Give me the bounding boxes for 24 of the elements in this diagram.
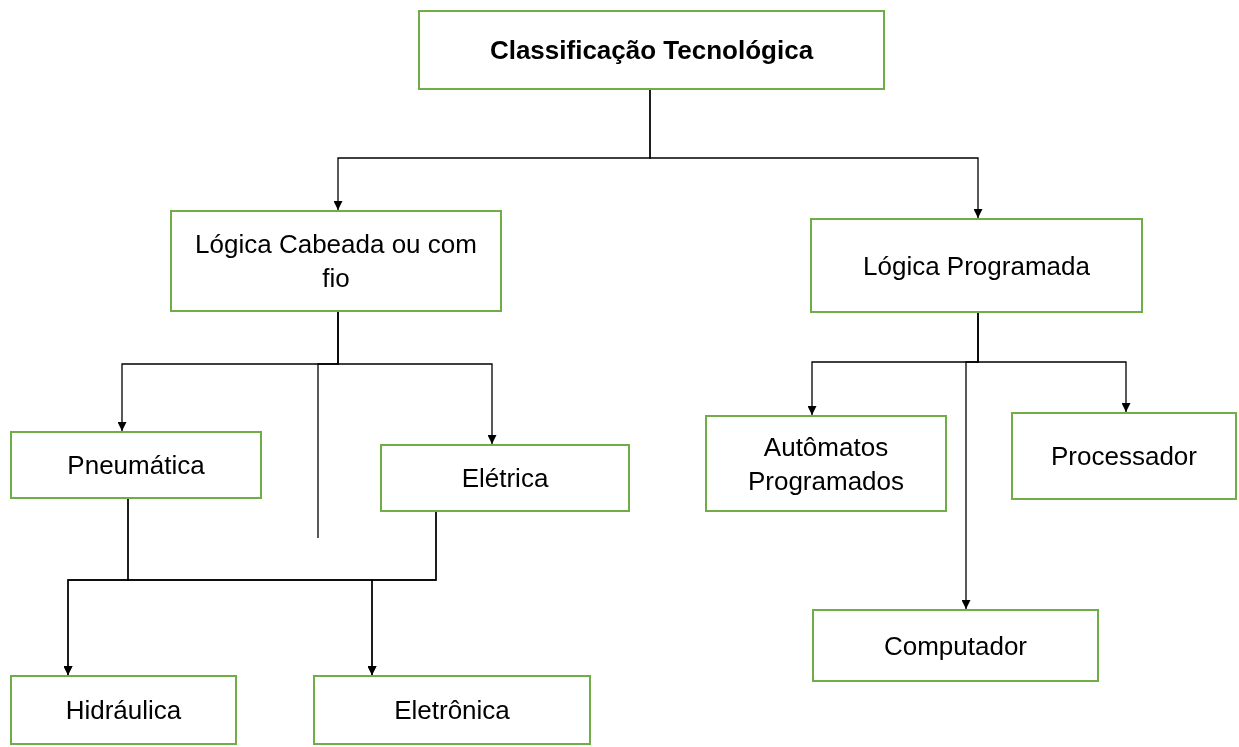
connector-arrow xyxy=(367,511,437,676)
connector-arrow xyxy=(977,312,1131,413)
category-box xyxy=(418,10,885,90)
category-box xyxy=(1011,412,1237,500)
category-label: Autômatos Programados xyxy=(746,430,906,498)
category-label: Classificação Tecnológica xyxy=(489,34,814,67)
category-label: Lógica Cabeada ou com fio xyxy=(194,228,478,295)
category-label: Pneumática xyxy=(67,449,205,482)
category-box xyxy=(812,609,1099,682)
category-box xyxy=(810,218,1143,313)
category-label: Elétrica xyxy=(461,462,549,495)
category-box xyxy=(380,444,630,512)
category-label: Eletrônica xyxy=(394,694,510,727)
category-box xyxy=(10,431,262,499)
category-box xyxy=(10,675,237,745)
category-label: Lógica Programada xyxy=(863,249,1090,283)
connector-arrow xyxy=(649,89,983,219)
category-box xyxy=(313,675,591,745)
category-label: Hidráulica xyxy=(65,694,182,727)
category-label: Processador xyxy=(1051,440,1197,473)
category-label: Computador xyxy=(883,629,1028,663)
connector-arrow xyxy=(337,311,497,445)
category-box xyxy=(170,210,502,312)
category-box xyxy=(705,415,947,512)
